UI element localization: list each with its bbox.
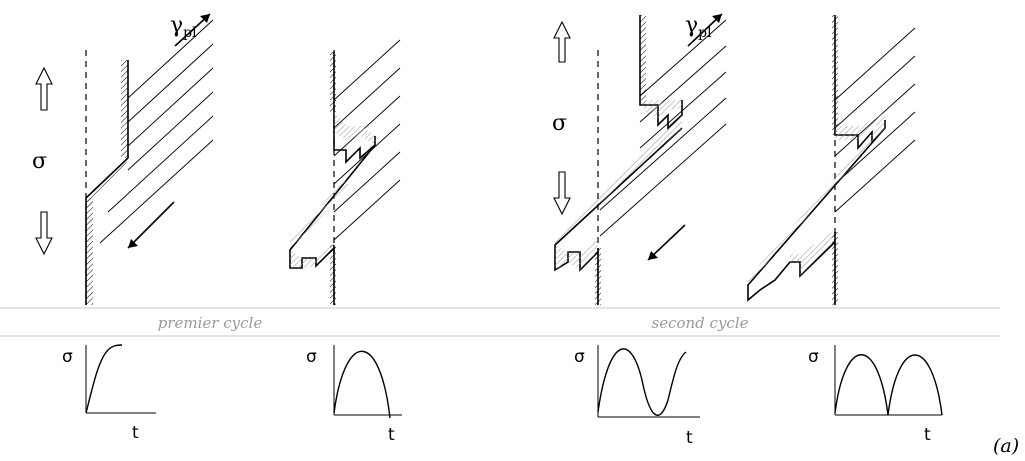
panel-3: σ γpl bbox=[552, 13, 726, 305]
hatched-edge-lower bbox=[86, 198, 93, 305]
sigma-axis-label: σ bbox=[62, 347, 73, 367]
time-axis-label: t bbox=[388, 425, 395, 445]
sigma-t-graph-2: σ t bbox=[306, 345, 402, 445]
sigma-t-graph-4: σ t bbox=[808, 345, 942, 445]
time-axis-label: t bbox=[132, 423, 139, 443]
sigma-t-graph-1: σ t bbox=[62, 345, 156, 443]
sigma-label: σ bbox=[552, 111, 567, 136]
sigma-axis-label: σ bbox=[306, 347, 317, 367]
shear-arrow-bottom-icon bbox=[128, 202, 174, 248]
dislocation-loop-band bbox=[555, 128, 682, 270]
sigma-axis-label: σ bbox=[574, 347, 585, 367]
figure-tag: (a) bbox=[993, 435, 1019, 457]
caption-first-cycle: premier cycle bbox=[158, 314, 263, 332]
down-arrow-icon bbox=[554, 172, 570, 214]
dislocation-loop-band bbox=[748, 128, 885, 300]
down-arrow-icon bbox=[36, 212, 52, 254]
sigma-axis-label: σ bbox=[808, 347, 819, 367]
slip-lines bbox=[600, 20, 726, 236]
hatched-edge bbox=[121, 60, 128, 158]
time-axis-label: t bbox=[686, 428, 693, 448]
panel-4 bbox=[748, 15, 915, 305]
up-arrow-icon bbox=[554, 22, 570, 62]
panel-2 bbox=[290, 40, 400, 305]
sigma-t-graph-3: σ t bbox=[574, 345, 700, 448]
sigma-label: σ bbox=[32, 149, 47, 174]
up-arrow-icon bbox=[36, 68, 52, 110]
panel-1: σ γpl bbox=[32, 13, 213, 305]
slip-lines bbox=[100, 20, 213, 243]
time-axis-label: t bbox=[924, 425, 931, 445]
gamma-label: γpl bbox=[685, 13, 712, 41]
gamma-label: γpl bbox=[170, 13, 197, 41]
caption-second-cycle: second cycle bbox=[652, 314, 749, 332]
